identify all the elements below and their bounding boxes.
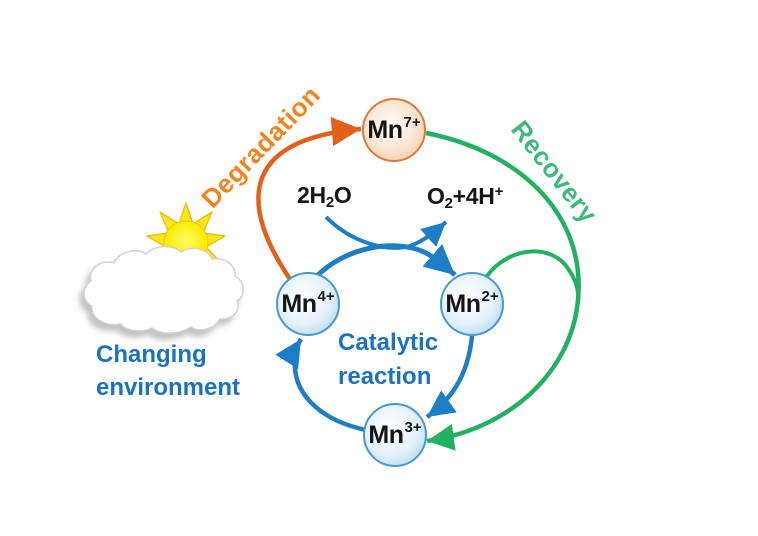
catalytic-caption-line1: Catalytic <box>338 329 439 356</box>
mn3-node <box>363 403 427 467</box>
mn7-charge: 7+ <box>403 113 421 131</box>
degradation-arrow <box>256 116 362 281</box>
cycle-arrow-mn3-to-mn4 <box>275 337 367 433</box>
mn4-element: Mn <box>281 289 317 318</box>
mn2-node <box>440 272 504 336</box>
environment-caption-line2: environment <box>96 374 241 401</box>
mn2-charge: 2+ <box>481 287 499 305</box>
water-formula: 2H2O <box>297 182 352 211</box>
cycle-arrow-mn2-to-mn3 <box>425 335 475 419</box>
changing-environment-caption: Changing environment <box>96 338 240 404</box>
catalytic-caption-line2: reaction <box>338 363 432 390</box>
oxygen-mid: +4H <box>452 183 495 209</box>
mn4-charge: 4+ <box>317 287 335 305</box>
mn3-element: Mn <box>368 420 404 449</box>
reaction-arrow <box>324 215 448 250</box>
oxygen-superscript: + <box>494 183 504 200</box>
oxygen-proton-formula: O2+4H+ <box>427 183 503 212</box>
water-prefix: 2H <box>297 182 326 208</box>
water-subscript: 2 <box>325 194 334 211</box>
cloud-icon <box>83 245 244 334</box>
mn7-element: Mn <box>367 115 403 144</box>
catalytic-reaction-caption: Catalytic reaction <box>338 326 438 394</box>
cycle-arrow-mn4-to-mn2 <box>314 243 457 279</box>
water-suffix: O <box>333 182 352 208</box>
environment-caption-line1: Changing <box>96 341 207 368</box>
oxygen-subscript: 2 <box>444 195 453 212</box>
recovery-loop <box>485 249 581 302</box>
mn3-charge: 3+ <box>404 418 422 436</box>
mn2-element: Mn <box>445 289 481 318</box>
oxygen-o: O <box>427 183 445 209</box>
mn4-node <box>276 272 340 336</box>
mn7-node <box>362 98 426 162</box>
